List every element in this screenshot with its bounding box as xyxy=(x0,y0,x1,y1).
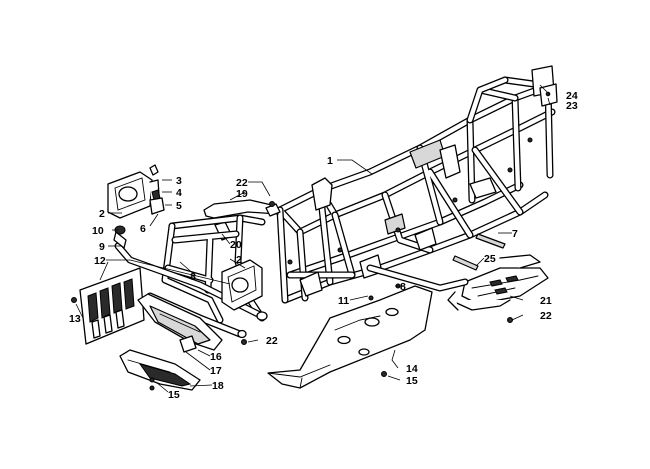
main-frame xyxy=(276,76,556,304)
callout-14: 14 xyxy=(406,363,418,375)
callout-5: 5 xyxy=(176,200,182,212)
callout-6: 6 xyxy=(140,223,146,235)
callout-10: 10 xyxy=(92,225,104,237)
lower-shield xyxy=(137,293,223,353)
callout-17: 17 xyxy=(210,365,222,377)
callout-2-lower: 2 xyxy=(236,254,242,266)
right-footrest xyxy=(366,254,549,311)
leader-lines xyxy=(75,84,551,393)
rod-7 xyxy=(475,233,506,249)
callout-21: 21 xyxy=(540,295,552,307)
callout-20: 20 xyxy=(230,239,242,251)
callout-4: 4 xyxy=(176,187,182,199)
callout-2-upper: 2 xyxy=(99,208,105,220)
callout-1: 1 xyxy=(327,155,333,167)
callout-8-left: 8 xyxy=(190,271,196,283)
right-headlight xyxy=(221,259,263,311)
callout-labels: 1 2 3 4 5 6 9 10 12 13 22 19 20 2 8 7 25… xyxy=(69,90,578,401)
front-grille xyxy=(71,267,145,345)
callout-22-top: 22 xyxy=(236,177,248,189)
callout-25: 25 xyxy=(484,253,496,265)
callout-13: 13 xyxy=(69,313,81,325)
callout-15-left: 15 xyxy=(168,389,180,401)
callout-22-right: 22 xyxy=(540,310,552,322)
rod-25 xyxy=(452,255,479,271)
callout-19: 19 xyxy=(236,188,248,200)
callout-24: 24 xyxy=(566,90,578,102)
callout-7: 7 xyxy=(512,228,518,240)
callout-3: 3 xyxy=(176,175,182,187)
bumper-guard xyxy=(119,349,201,391)
callout-15-right: 15 xyxy=(406,375,418,387)
callout-18: 18 xyxy=(212,380,224,392)
callout-23: 23 xyxy=(566,100,578,112)
skid-plate xyxy=(267,285,433,389)
callout-8-right: 8 xyxy=(400,281,406,293)
callout-9: 9 xyxy=(99,241,105,253)
rear-bracket xyxy=(531,65,558,107)
callout-11: 11 xyxy=(338,295,349,307)
left-headlight xyxy=(107,164,165,219)
callout-12: 12 xyxy=(94,255,106,267)
callout-16: 16 xyxy=(210,351,222,363)
callout-22-middle: 22 xyxy=(266,335,278,347)
